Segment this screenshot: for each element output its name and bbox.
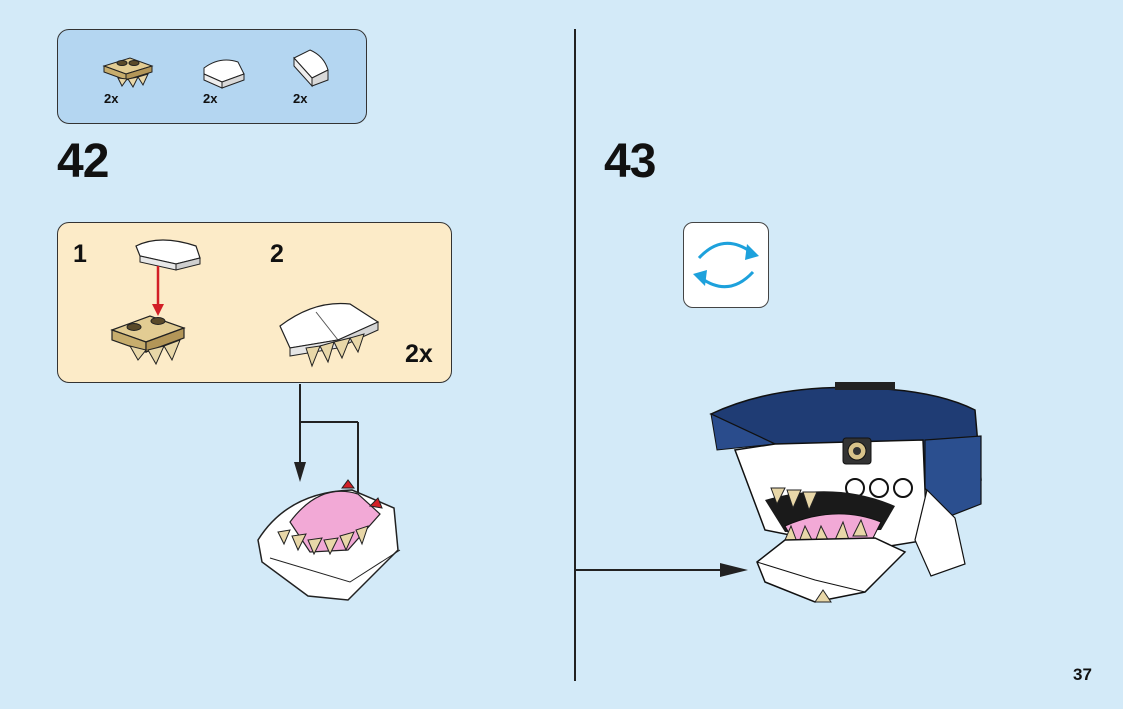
step-number-42: 42 [57, 135, 109, 188]
substep-multiplier: 2x [405, 340, 433, 368]
white-curved-slope-icon [203, 59, 245, 89]
rotate-model-icon [683, 222, 769, 308]
shark-head-model [709, 382, 982, 603]
part-count: 2x [104, 91, 119, 106]
substep-number-1: 1 [73, 240, 87, 268]
substep-1-illustration [110, 239, 201, 366]
callout-connector-lines [257, 384, 401, 601]
substep-callout [57, 222, 452, 383]
substep-2-illustration [279, 302, 380, 368]
substep-number-2: 2 [270, 240, 284, 268]
white-wedge-slope-icon [293, 49, 329, 88]
part-count: 2x [293, 91, 308, 106]
tan-plate-with-teeth-icon [102, 57, 154, 89]
step-number-43: 43 [604, 135, 656, 188]
page-divider [574, 29, 576, 681]
page-number: 37 [1073, 665, 1092, 684]
attach-arrow [576, 563, 748, 577]
part-count: 2x [203, 91, 218, 106]
